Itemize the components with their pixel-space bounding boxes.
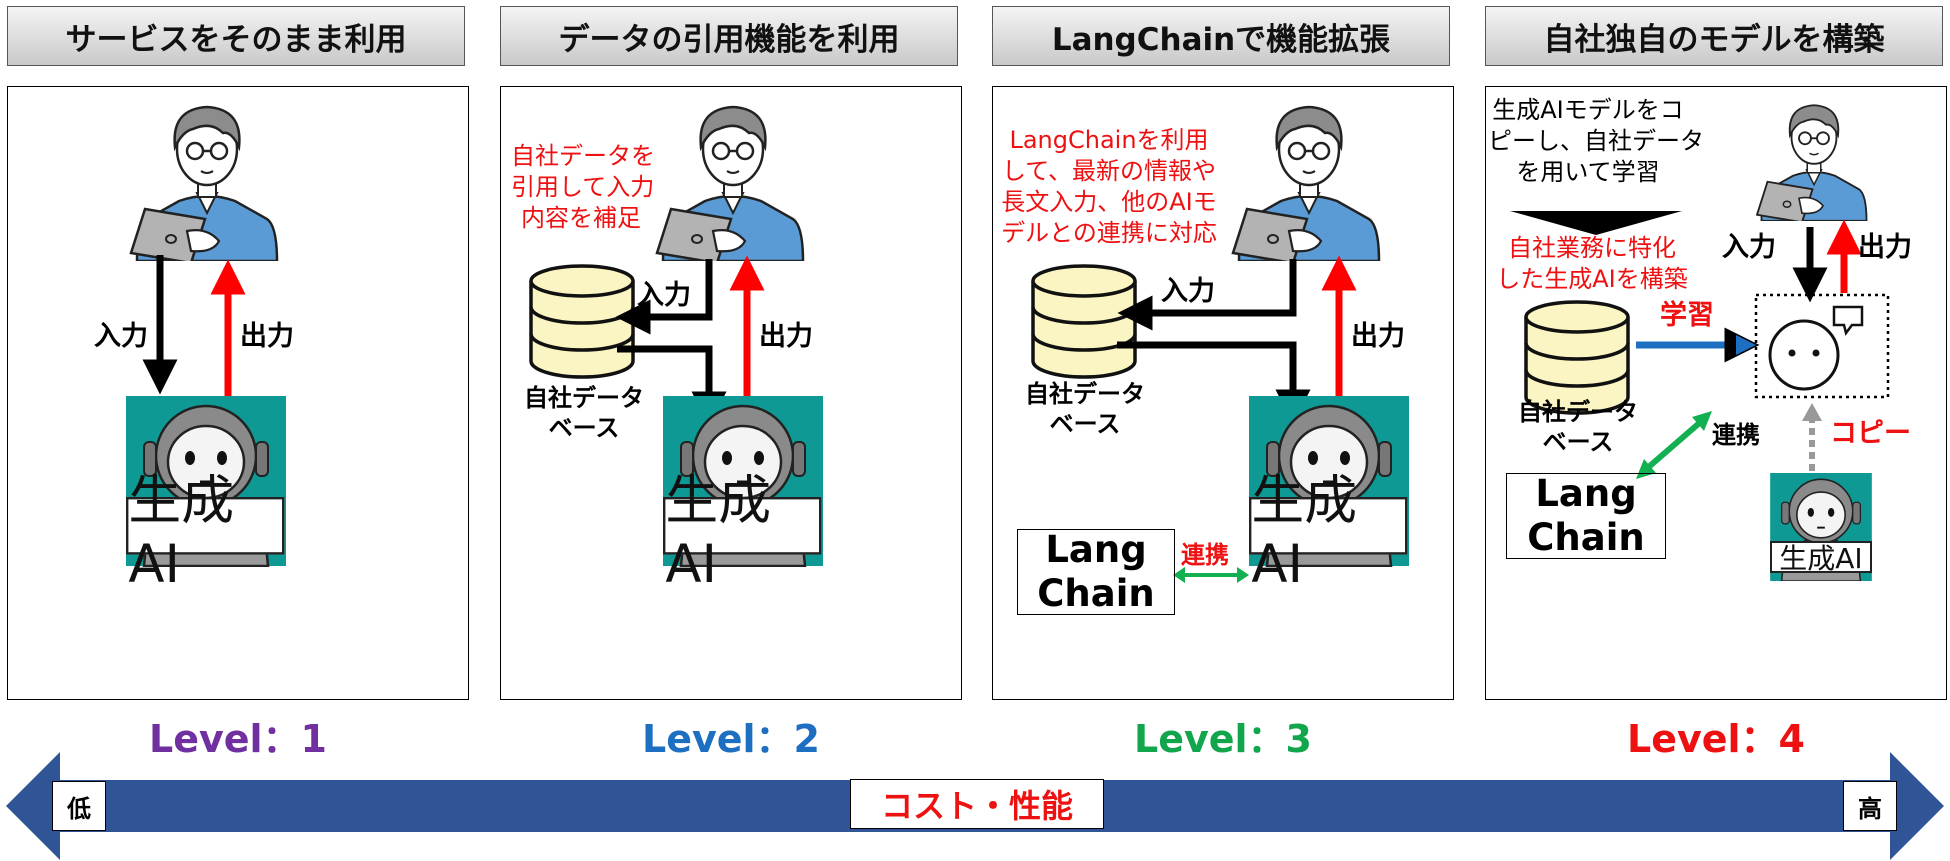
level-2-title: データの引用機能を利用	[500, 6, 958, 66]
database-icon	[1031, 264, 1137, 379]
langchain-box: Lang Chain	[1506, 472, 1666, 559]
input-arrow	[615, 259, 713, 335]
note-line-2: して、最新の情報や	[1001, 157, 1217, 185]
note-text: LangChainを利用 して、最新の情報や 長文入力、他のAIモ デルとの連携…	[993, 125, 1225, 249]
level-2-label: Level：2	[642, 717, 820, 761]
user-icon	[1231, 105, 1381, 261]
copy-label: コピー	[1830, 418, 1911, 449]
level-1-title: サービスをそのまま利用	[7, 6, 465, 66]
langchain-line-2: Chain	[1037, 572, 1155, 615]
note-line-3: 内容を補足	[521, 204, 641, 232]
langchain-line-2: Chain	[1527, 516, 1645, 559]
note-text: 自社データを 引用して入力 内容を補足	[511, 141, 655, 234]
database-label-line-1: 自社データ	[1025, 380, 1145, 408]
link-label: 連携	[1181, 541, 1229, 569]
triangle-indicator	[1510, 211, 1682, 235]
learn-label: 学習	[1660, 300, 1714, 331]
level-4-label: Level：4	[1627, 717, 1805, 761]
input-label: 入力	[1722, 232, 1776, 263]
level-4-column: 自社独自のモデルを構築 生成AIモデルをコ ピーし、自社データ	[1485, 0, 1947, 761]
input-arrow	[1117, 259, 1297, 331]
link-label: 連携	[1712, 421, 1760, 449]
db-to-ai-arrow	[1117, 341, 1311, 425]
langchain-box: Lang Chain	[1017, 528, 1175, 615]
level-2-column: データの引用機能を利用 自社データを 引用して入力 内容を補足 入力 出力 自社…	[500, 0, 962, 761]
note-line-2: 引用して入力	[511, 173, 655, 201]
database-label: 自社データ ベース	[517, 383, 651, 443]
database-label: 自社データ ベース	[1506, 397, 1650, 457]
database-label-line-1: 自社データ	[1518, 398, 1638, 426]
output-label: 出力	[1351, 321, 1405, 352]
ai-label: 生成AI	[663, 470, 822, 595]
note-top-line-1: 生成AIモデルをコ	[1492, 96, 1684, 124]
level-3-label: Level：3	[1134, 717, 1312, 761]
user-icon	[655, 105, 805, 261]
ai-label: 生成AI	[1249, 470, 1408, 595]
small-ai-label: 生成AI	[1770, 541, 1872, 575]
note-red-line-1: 自社業務に特化	[1508, 234, 1676, 262]
note-text-top: 生成AIモデルをコ ピーし、自社データ を用いて学習	[1488, 95, 1704, 188]
level-1-panel: 入力 出力 生成AI	[7, 86, 469, 700]
database-label-line-1: 自社データ	[524, 384, 644, 412]
note-red-line-2: した生成AIを構築	[1496, 265, 1688, 293]
input-label: 入力	[1161, 276, 1215, 307]
note-top-line-3: を用いて学習	[1516, 158, 1660, 186]
user-icon	[129, 105, 279, 261]
level-3-column: LangChainで機能拡張 LangChainを利用 して、最新の情報や 長文…	[992, 0, 1454, 761]
langchain-line-1: Lang	[1045, 528, 1147, 571]
database-label-line-2: ベース	[1542, 428, 1614, 456]
user-icon	[1756, 104, 1868, 221]
output-label: 出力	[1858, 232, 1912, 263]
model-face-icon	[1768, 319, 1840, 391]
note-line-3: 長文入力、他のAIモ	[1001, 188, 1217, 216]
langchain-line-1: Lang	[1535, 472, 1637, 515]
database-label-line-2: ベース	[548, 414, 620, 442]
low-label: 低	[52, 781, 106, 831]
output-label: 出力	[759, 321, 813, 352]
note-top-line-2: ピーし、自社データ	[1488, 127, 1704, 155]
high-label: 高	[1843, 781, 1897, 831]
level-4-panel: 生成AIモデルをコ ピーし、自社データ を用いて学習 自社業務に特化 した生成A…	[1485, 86, 1947, 700]
level-3-title: LangChainで機能拡張	[992, 6, 1450, 66]
database-icon	[529, 264, 635, 379]
level-2-panel: 自社データを 引用して入力 内容を補足 入力 出力 自社データ ベース 生成AI	[500, 86, 962, 700]
database-label-line-2: ベース	[1049, 410, 1121, 438]
output-label: 出力	[240, 321, 294, 352]
note-line-4: デルとの連携に対応	[1001, 219, 1217, 247]
level-3-panel: LangChainを利用 して、最新の情報や 長文入力、他のAIモ デルとの連携…	[992, 86, 1454, 700]
ai-label: 生成AI	[126, 470, 285, 595]
level-1-column: サービスをそのまま利用 入力 出力 生成AI Level：1	[7, 0, 469, 761]
note-text-red: 自社業務に特化 した生成AIを構築	[1488, 233, 1696, 295]
input-label: 入力	[94, 321, 148, 352]
database-label: 自社データ ベース	[1013, 379, 1157, 439]
link-arrow	[1642, 416, 1706, 474]
input-label: 入力	[637, 280, 691, 311]
speech-bubble-icon	[1832, 305, 1864, 336]
note-line-1: LangChainを利用	[1009, 126, 1209, 154]
note-line-1: 自社データを	[511, 142, 655, 170]
level-4-title: 自社独自のモデルを構築	[1485, 6, 1943, 66]
cost-performance-label: コスト・性能	[850, 779, 1104, 829]
level-1-label: Level：1	[149, 717, 327, 761]
db-to-ai-arrow	[617, 345, 727, 427]
